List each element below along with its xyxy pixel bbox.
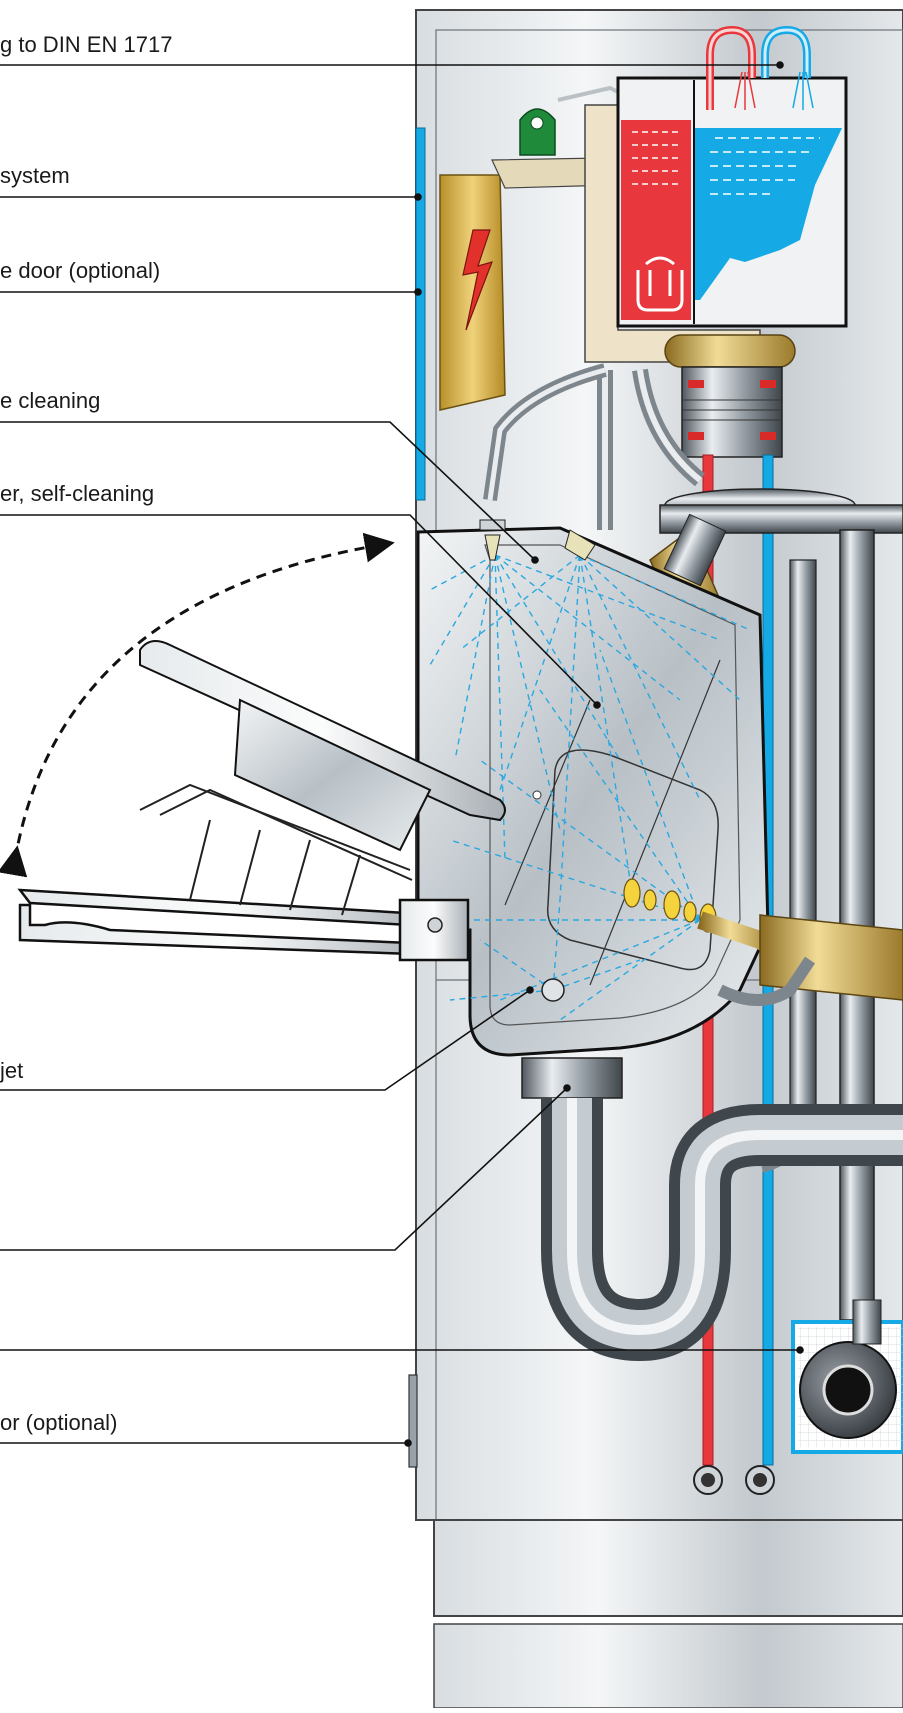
green-bracket <box>519 108 556 156</box>
lightning-bolt-icon <box>462 229 493 331</box>
label-self-cleaning: er, self-cleaning <box>0 481 155 506</box>
label-door-optional: e door (optional) <box>0 258 161 283</box>
label-din-en-1717: g to DIN EN 1717 <box>0 32 173 57</box>
cold-water-chamber <box>694 128 842 300</box>
drain-outlet <box>521 1057 623 1099</box>
spray-nozzle <box>564 529 596 561</box>
label-jet: jet <box>0 1058 24 1083</box>
door-handle <box>408 1374 418 1468</box>
label-door-optional-lower: or (optional) <box>0 1410 118 1435</box>
heating-coil-icon <box>636 256 684 312</box>
leader-lines <box>0 61 804 1447</box>
plinth <box>433 1519 903 1617</box>
door-seal-strip <box>415 127 426 501</box>
drain-trap <box>567 1098 903 1336</box>
electrical-box <box>439 174 506 411</box>
label-system: system <box>0 163 70 188</box>
rotation-arrow-icon <box>0 532 395 878</box>
label-cleaning: e cleaning <box>0 388 101 413</box>
hot-water-chamber <box>621 120 691 320</box>
basket-tray <box>17 888 442 957</box>
base <box>433 1623 903 1709</box>
